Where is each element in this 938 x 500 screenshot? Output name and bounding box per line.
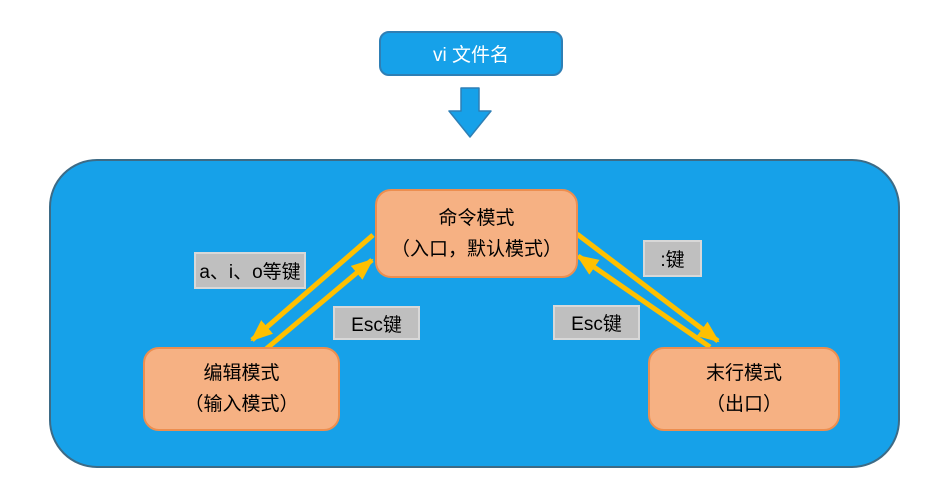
arrow-lastline-to-command <box>576 253 712 350</box>
key-label-colon-text: :键 <box>660 250 685 271</box>
key-label-esc-left-text: Esc键 <box>351 314 402 336</box>
down-arrow-icon <box>448 87 492 138</box>
command-mode-title: 命令模式 <box>438 207 515 229</box>
key-label-colon: :键 <box>643 240 702 277</box>
edit-mode-node: 编辑模式 （输入模式） <box>143 347 340 431</box>
lastline-mode-node: 末行模式 （出口） <box>648 347 840 431</box>
arrow-command-to-lastline <box>575 232 720 343</box>
start-node-label: vi 文件名 <box>432 45 509 66</box>
edit-mode-title: 编辑模式 <box>203 363 280 384</box>
key-label-esc-right: Esc键 <box>553 305 640 340</box>
key-label-esc-right-text: Esc键 <box>571 314 622 335</box>
edit-mode-subtitle: （输入模式） <box>184 394 299 415</box>
command-mode-subtitle: （入口，默认模式） <box>390 238 562 260</box>
command-mode-node: 命令模式 （入口，默认模式） <box>375 189 578 278</box>
start-node-vi-filename: vi 文件名 <box>379 31 563 76</box>
lastline-mode-subtitle: （出口） <box>705 394 782 415</box>
key-label-aio-text: a、i、o等键 <box>199 262 301 283</box>
arrow-edit-to-command <box>264 258 374 351</box>
arrow-command-to-edit <box>250 233 375 342</box>
lastline-mode-title: 末行模式 <box>705 363 782 384</box>
key-label-esc-left: Esc键 <box>333 306 420 340</box>
key-label-aio: a、i、o等键 <box>194 252 306 289</box>
